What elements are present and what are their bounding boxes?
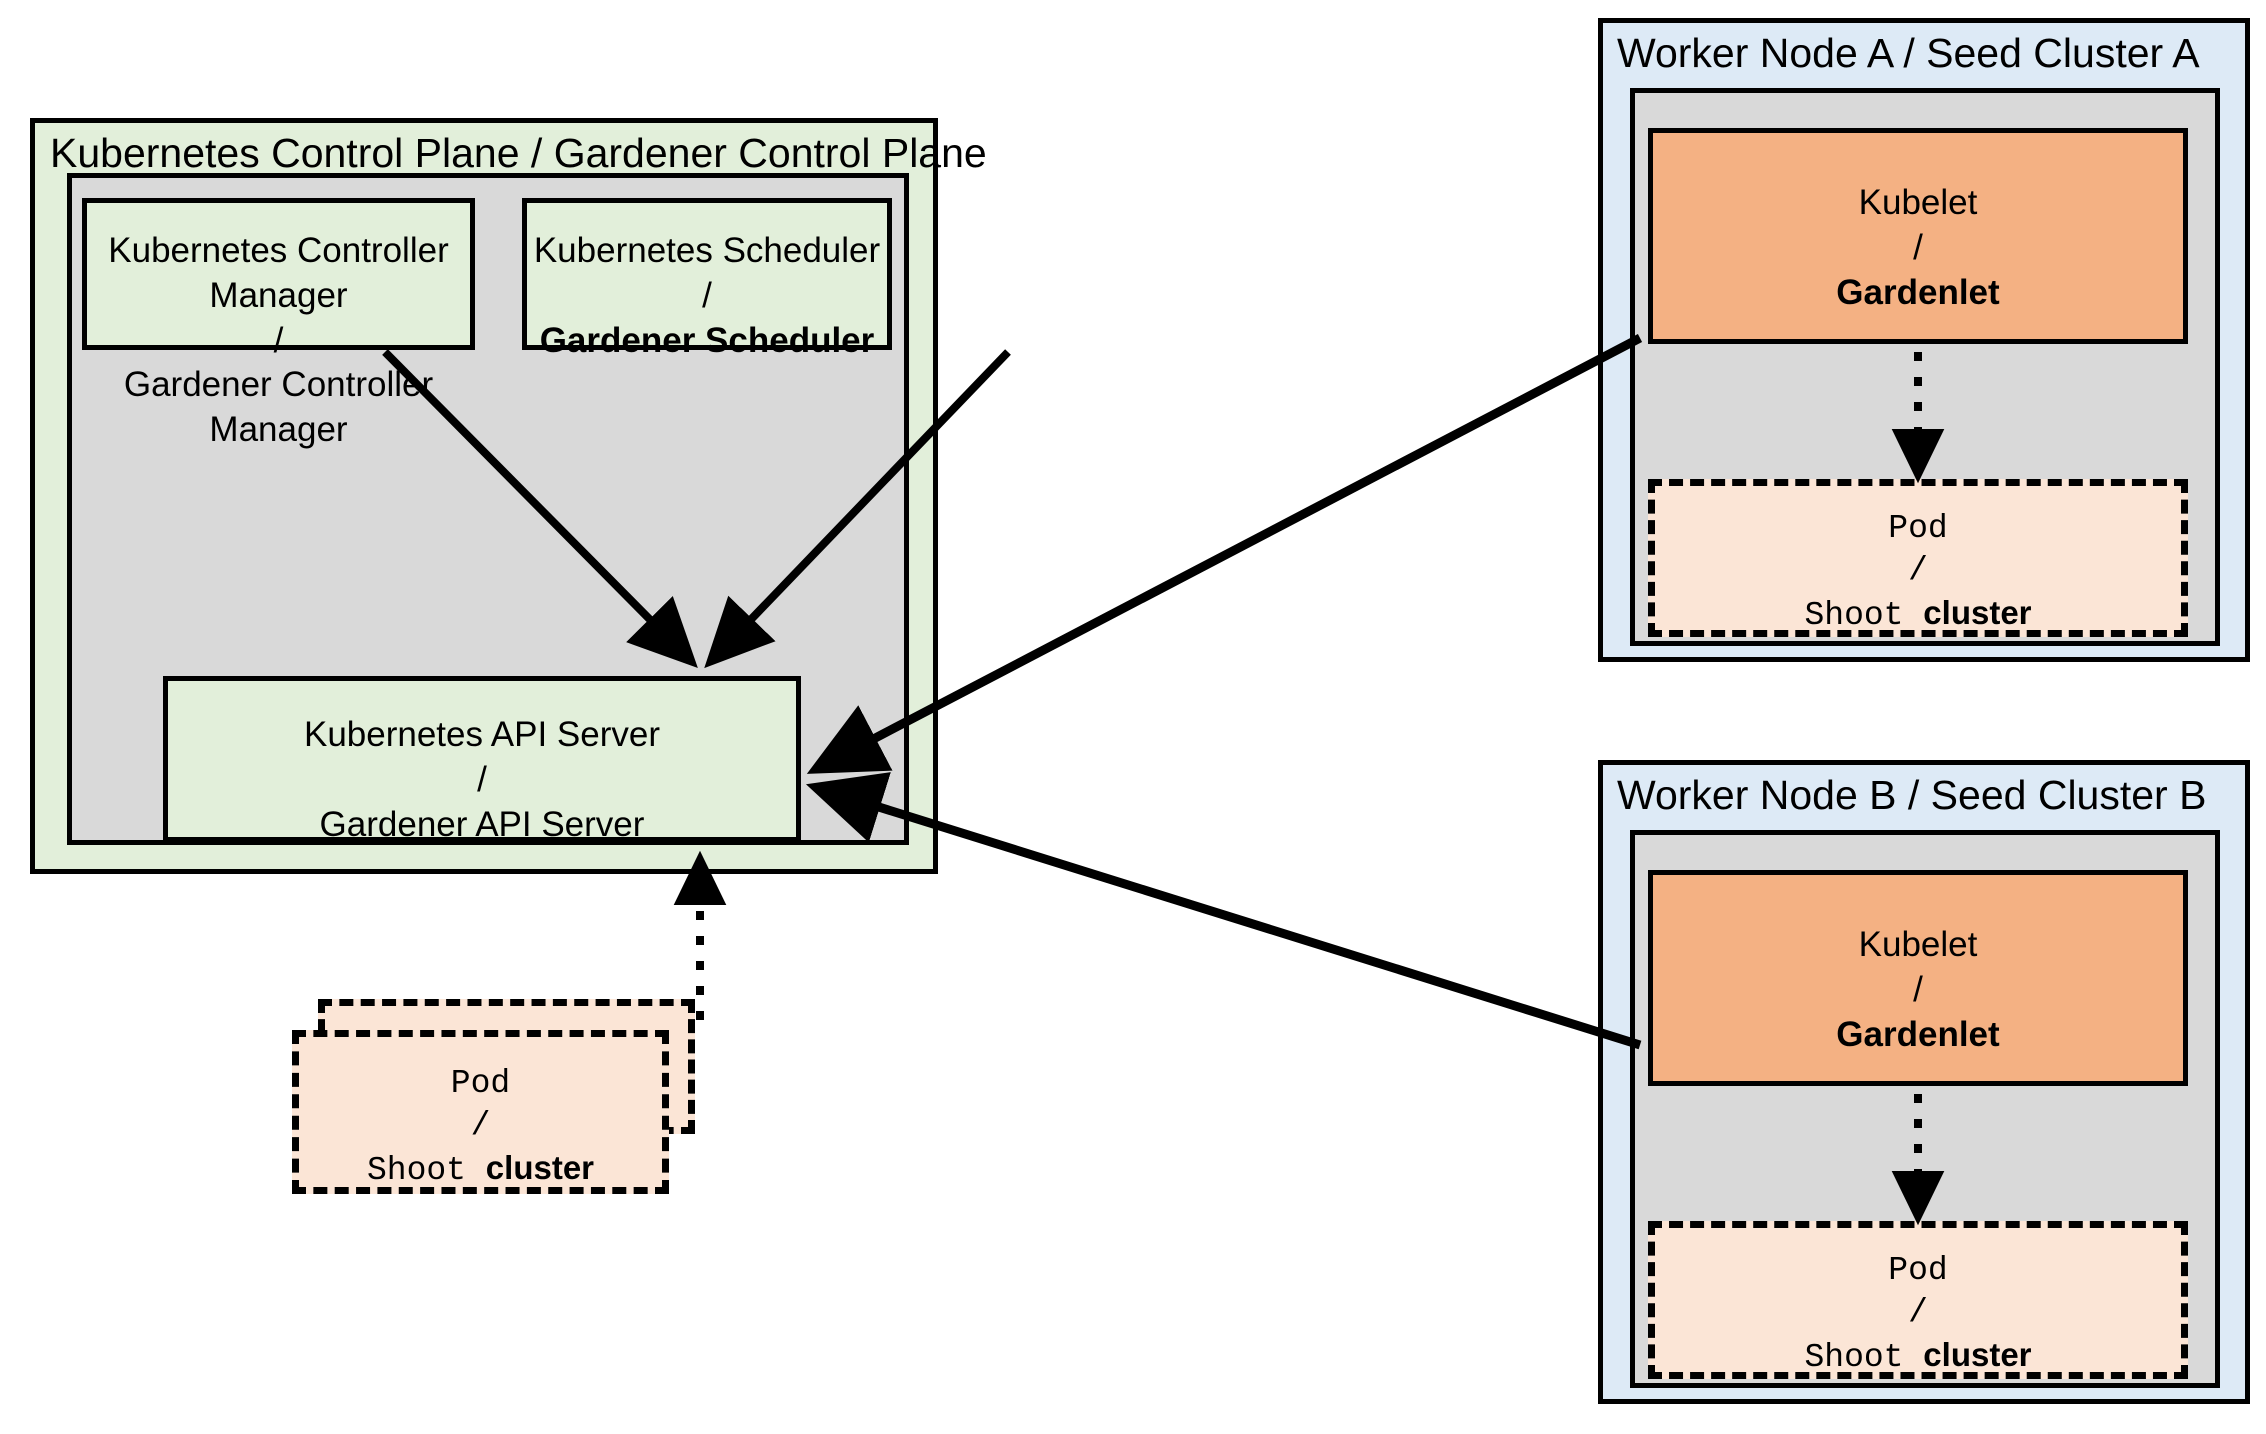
seed-b-kubelet-box[interactable]: Kubelet / Gardenlet	[1648, 870, 2188, 1086]
seed-a-pod-label: Pod / Shoot cluster	[1804, 510, 2032, 635]
seed-cluster-b-title: Worker Node B / Seed Cluster B	[1617, 772, 2207, 818]
kube-controller-manager-label: Kubernetes Controller Manager / Gardener…	[108, 231, 449, 450]
kube-controller-manager-box[interactable]: Kubernetes Controller Manager / Gardener…	[82, 198, 475, 449]
control-plane-title: Kubernetes Control Plane / Gardener Cont…	[50, 130, 987, 176]
kube-scheduler-box[interactable]: Kubernetes Scheduler / Gardener Schedule…	[522, 198, 892, 360]
kube-scheduler-label: Kubernetes Scheduler / Gardener Schedule…	[533, 231, 881, 360]
seed-cluster-a-title: Worker Node A / Seed Cluster A	[1617, 30, 2200, 76]
arrow-seed-a-to-api-server	[806, 334, 1643, 774]
seed-b-pod-label: Pod / Shoot cluster	[1804, 1252, 2032, 1377]
control-plane-pod-box[interactable]: Pod / Shoot cluster	[292, 1030, 669, 1194]
kube-api-server-label: Kubernetes API Server / Gardener API Ser…	[303, 715, 661, 844]
seed-b-kubelet-label: Kubelet / Gardenlet	[1836, 925, 2000, 1054]
seed-a-pod-box[interactable]: Pod / Shoot cluster	[1648, 479, 2188, 637]
kube-api-server-box[interactable]: Kubernetes API Server / Gardener API Ser…	[163, 676, 801, 844]
seed-a-kubelet-box[interactable]: Kubelet / Gardenlet	[1648, 128, 2188, 344]
arrow-seed-b-to-api-server	[805, 772, 1642, 1050]
seed-b-pod-box[interactable]: Pod / Shoot cluster	[1648, 1221, 2188, 1379]
control-plane-pod-label: Pod / Shoot cluster	[366, 1065, 595, 1190]
seed-a-kubelet-label: Kubelet / Gardenlet	[1836, 183, 2000, 312]
